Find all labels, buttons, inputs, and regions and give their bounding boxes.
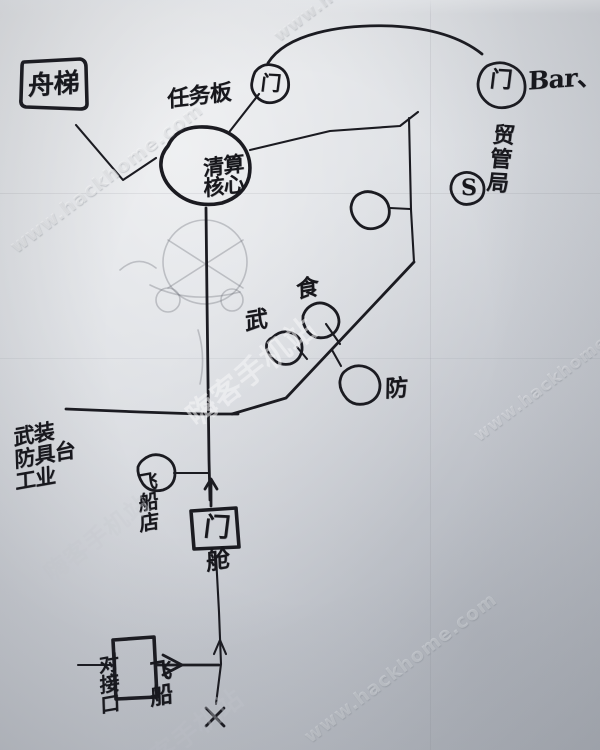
label-gangway: 舟梯 bbox=[27, 68, 80, 102]
label-bar: Bar、 bbox=[527, 61, 600, 96]
label-s-node: S bbox=[461, 175, 477, 201]
edge-gangway-to-core bbox=[74, 123, 158, 182]
edge-diagonal-spine bbox=[230, 260, 416, 416]
edge-right-spine bbox=[407, 116, 416, 264]
label-weapon: 武 bbox=[244, 305, 268, 337]
label-spaceship-text: 飞船 bbox=[148, 657, 173, 712]
label-industry-text: 武装 防具台 工业 bbox=[13, 419, 76, 495]
label-clearing-core-text: 清算核心 bbox=[202, 151, 245, 201]
label-food: 食 bbox=[295, 273, 319, 305]
label-dock-port: 对接口 bbox=[72, 635, 120, 740]
label-dock-port-text: 对接口 bbox=[98, 649, 120, 718]
node-shape-door-right bbox=[476, 61, 527, 110]
label-cabin: 舱 bbox=[205, 543, 230, 577]
edge-defense-to-diagonal bbox=[330, 348, 343, 368]
node-shape-gangway bbox=[19, 57, 89, 111]
node-shape-ship-shop bbox=[136, 453, 177, 493]
node-shape-s-node bbox=[449, 171, 486, 206]
edge-core-right-branch bbox=[248, 110, 420, 152]
label-industry: 武装 防具台 工业 bbox=[12, 372, 78, 538]
node-shape-clearing-core bbox=[159, 125, 252, 207]
label-door-left: 门 bbox=[259, 70, 282, 96]
edge-core-to-door-left bbox=[228, 92, 261, 133]
terminus-x-mark bbox=[204, 706, 226, 728]
erased-pencil-marks bbox=[119, 219, 248, 385]
node-shape-weapon bbox=[265, 330, 304, 366]
node-shape-defense bbox=[338, 364, 382, 406]
arrow-head-on-trunk bbox=[212, 638, 228, 656]
node-shape-food bbox=[301, 301, 341, 340]
node-shape-spaceship-box bbox=[111, 635, 159, 701]
edge-arc-door-to-door bbox=[266, 24, 484, 65]
edge-main-trunk-lower bbox=[214, 554, 223, 706]
label-door-cabin: 门 bbox=[202, 512, 232, 544]
label-spaceship: 飞船 bbox=[118, 638, 173, 740]
label-ship-shop: 飞船店 bbox=[111, 453, 159, 558]
edge-crossbar-horizontal bbox=[64, 407, 240, 416]
node-shape-door-left bbox=[250, 63, 291, 105]
edge-blank-circle-stub bbox=[388, 206, 412, 211]
label-door-right: 门 bbox=[488, 67, 514, 94]
label-defense: 防 bbox=[384, 375, 408, 403]
node-shape-blank-circle bbox=[349, 190, 391, 231]
node-shape-door-cabin-box bbox=[189, 506, 241, 551]
arrow-up-to-door bbox=[203, 477, 219, 508]
label-ship-shop-text: 飞船店 bbox=[137, 468, 159, 537]
label-clearing-core: 清算核心 bbox=[176, 135, 244, 223]
arrow-right-from-spaceship bbox=[154, 653, 221, 677]
edge-main-trunk bbox=[204, 206, 212, 502]
